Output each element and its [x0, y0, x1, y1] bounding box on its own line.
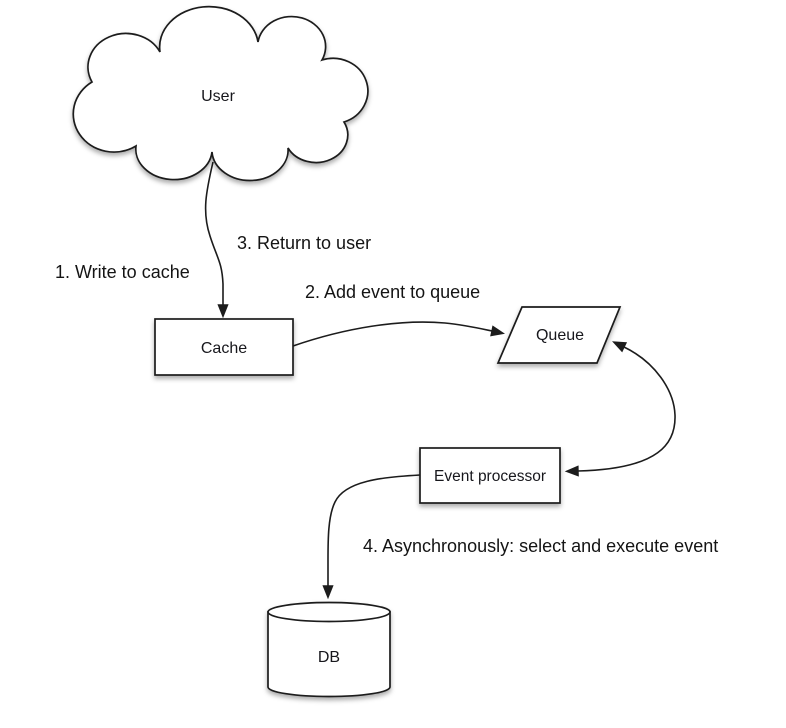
step2-label: 2. Add event to queue	[305, 282, 480, 302]
step3-label: 3. Return to user	[237, 233, 371, 253]
edge-cache-to-queue	[292, 321, 506, 347]
event-processor-box	[419, 447, 561, 504]
cache-box	[154, 318, 294, 376]
queue-parallelogram	[496, 306, 622, 364]
cache-node: Cache	[154, 318, 294, 376]
cache-label: Cache	[201, 340, 247, 357]
user-label: User	[201, 88, 235, 105]
edge-queue-event-processor-double-arrow	[564, 341, 676, 477]
queue-label: Queue	[536, 327, 584, 344]
user-node: User	[72, 5, 369, 182]
db-node: DB	[267, 601, 391, 698]
db-label: DB	[318, 649, 340, 666]
db-cylinder-top	[267, 601, 391, 623]
cloud-shape	[72, 5, 369, 182]
step1-label: 1. Write to cache	[55, 262, 190, 282]
event-processor-node: Event processor	[419, 447, 561, 504]
step4-label: 4. Asynchronously: select and execute ev…	[363, 536, 718, 556]
queue-node: Queue	[496, 306, 622, 364]
edge-user-to-cache	[204, 161, 229, 319]
db-cylinder-body	[267, 611, 391, 698]
edge-event-processor-to-db	[322, 474, 421, 600]
event-processor-label: Event processor	[434, 468, 546, 485]
